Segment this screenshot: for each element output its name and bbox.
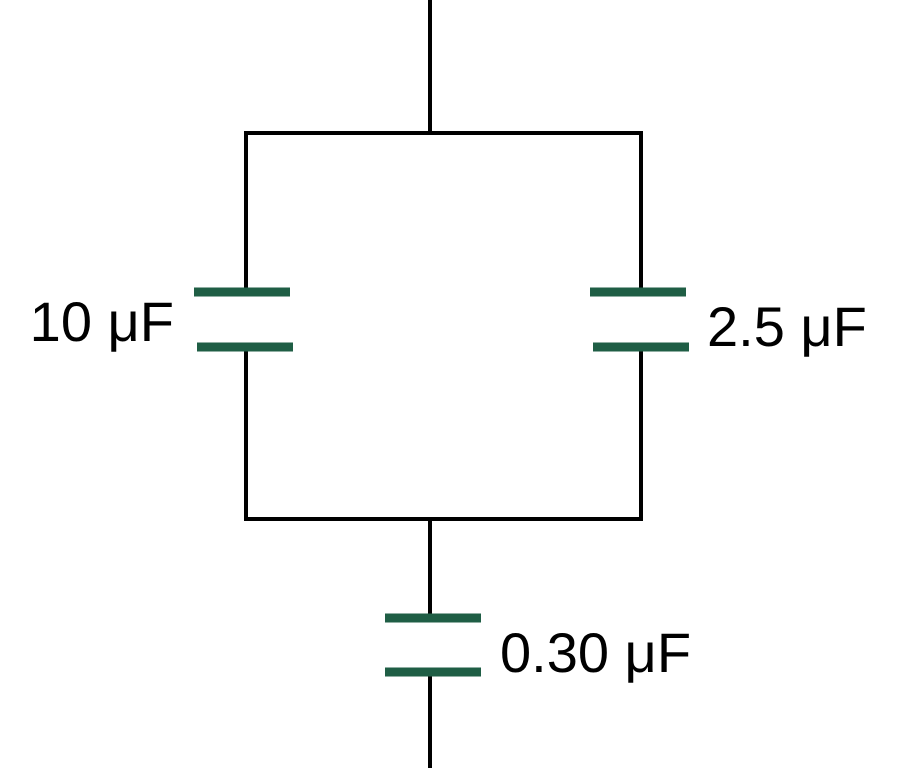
capacitor-right-label: 2.5 μF: [707, 295, 867, 358]
capacitor-bottom-label: 0.30 μF: [500, 621, 691, 684]
capacitor-right: 2.5 μF: [590, 287, 867, 358]
capacitor-left-label: 10 μF: [30, 290, 174, 353]
capacitor-bottom: 0.30 μF: [385, 613, 691, 684]
wires: [244, 0, 643, 768]
capacitor-left: 10 μF: [30, 287, 293, 353]
